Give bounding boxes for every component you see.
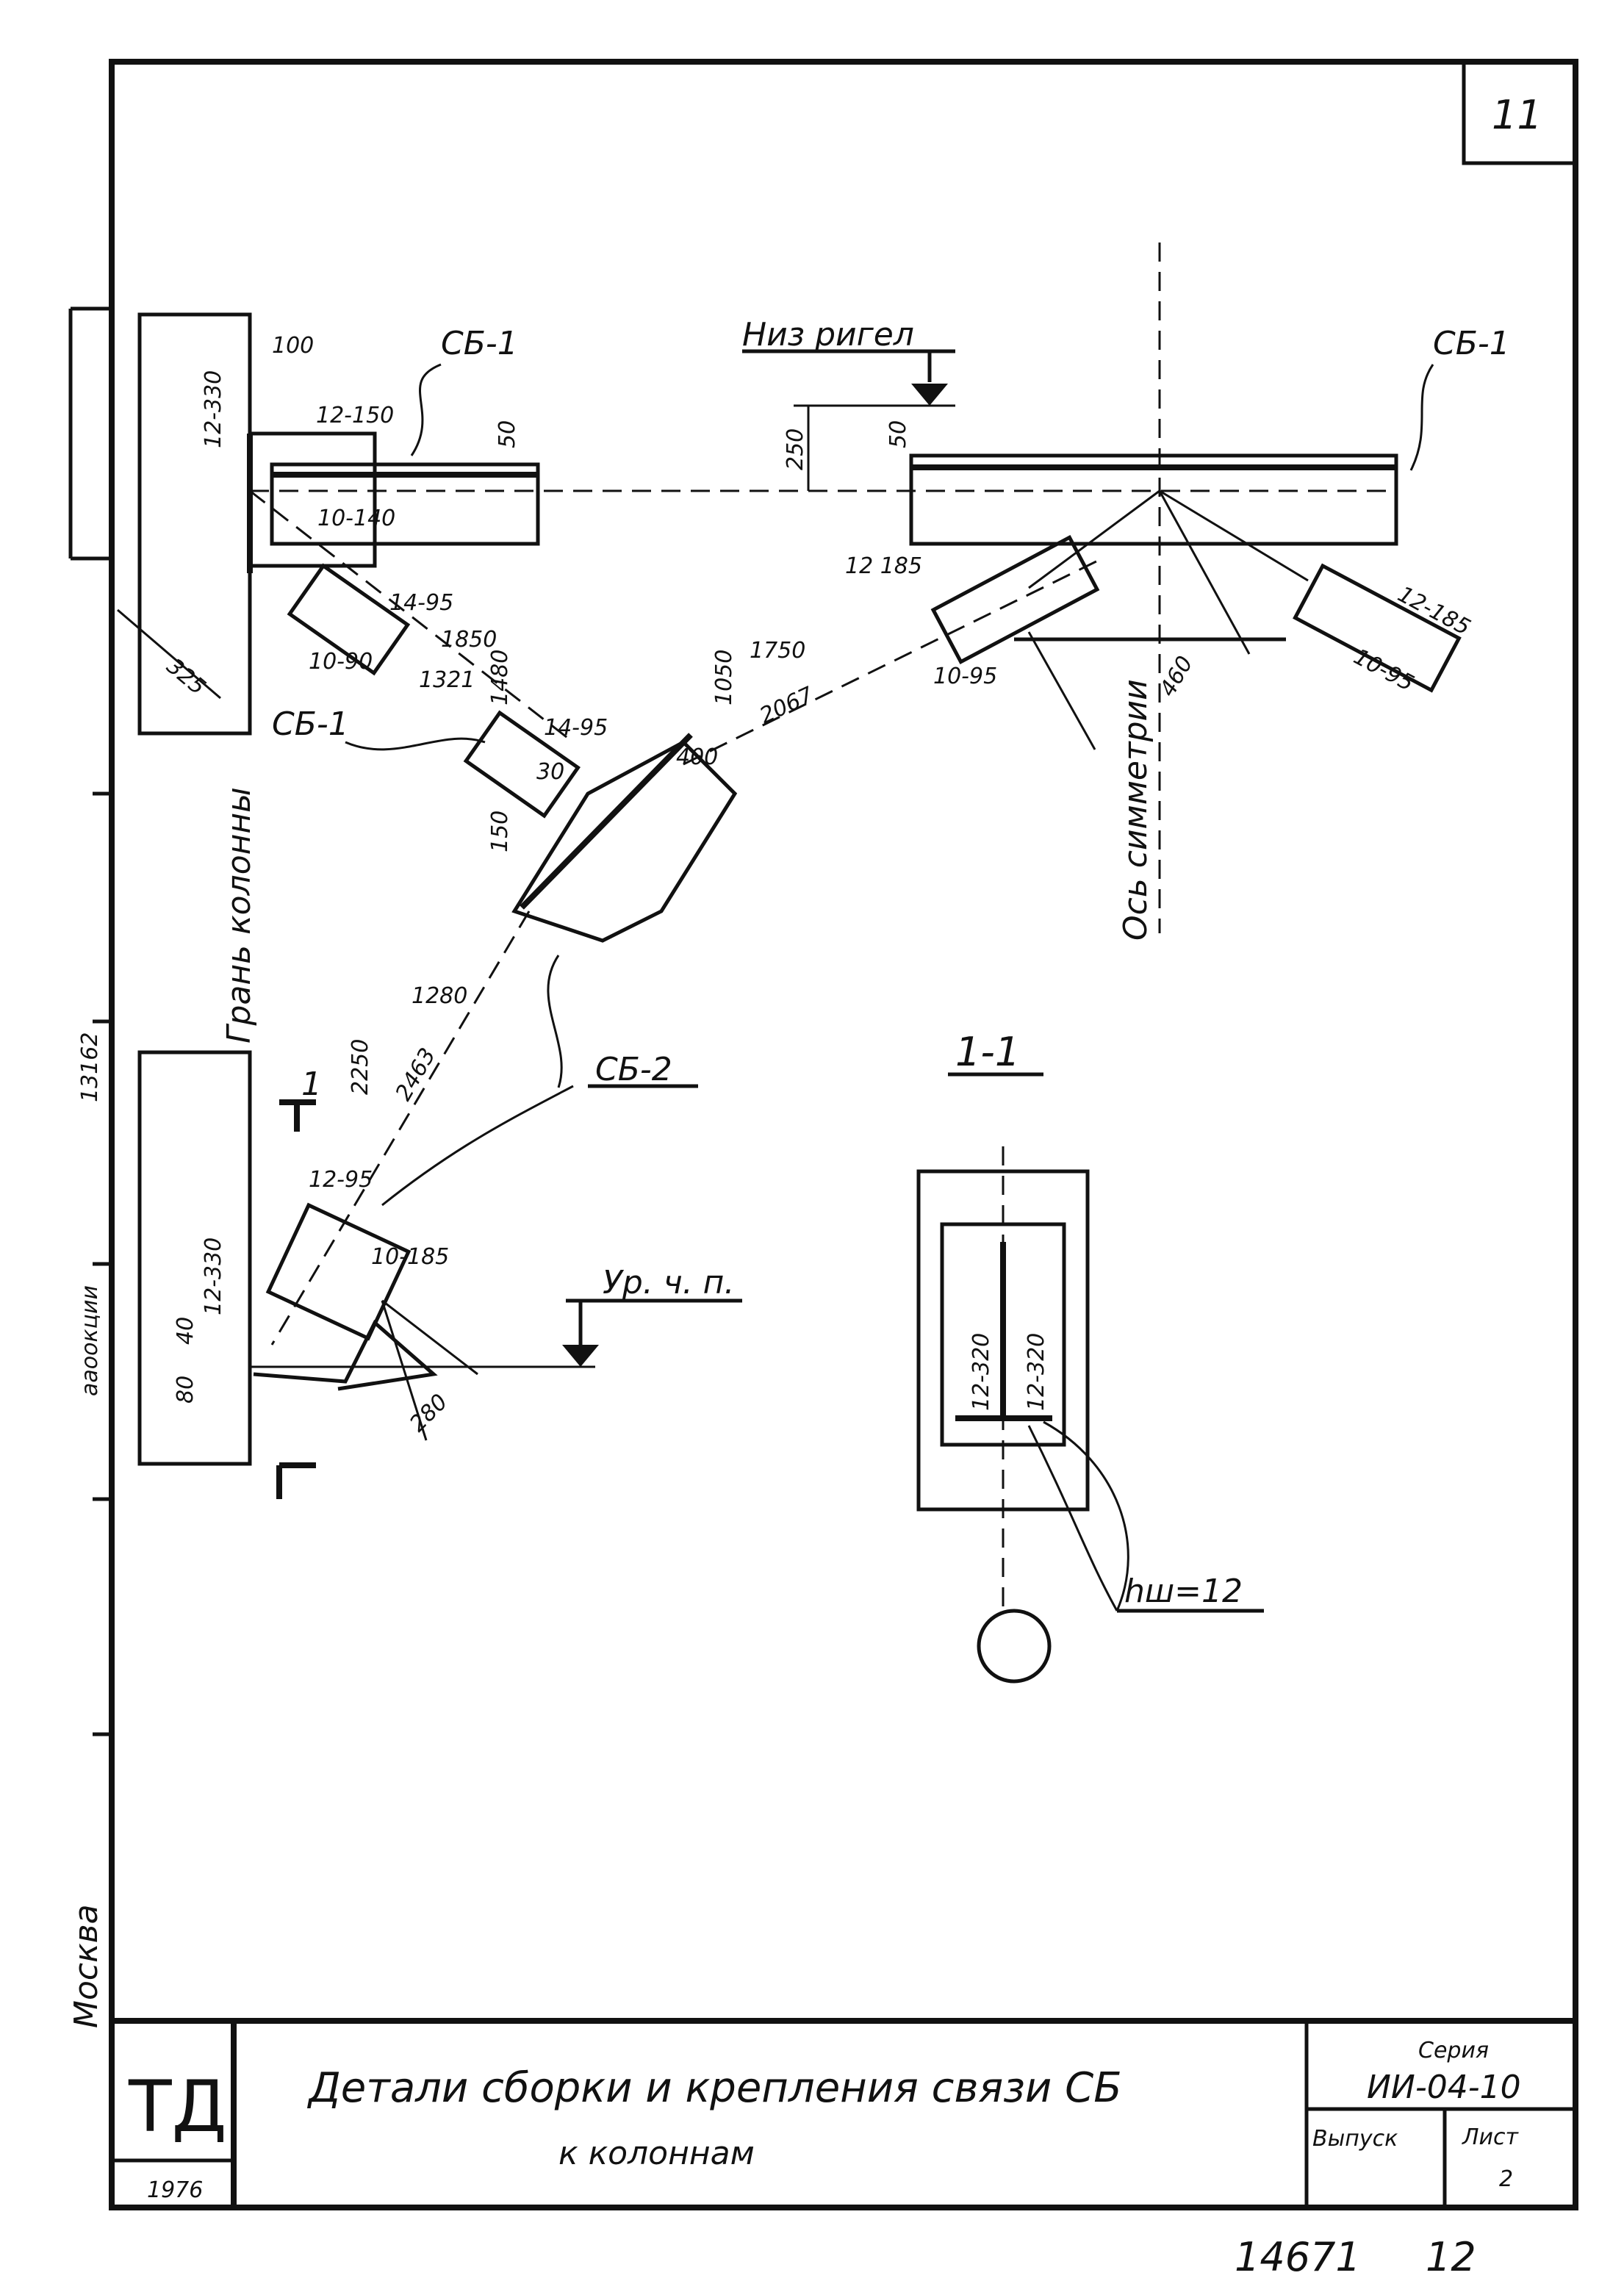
plate-10-95-right: 10-95 [1349,644,1418,697]
plate-12-185-left: 12 185 [845,553,922,579]
label-sb1-top-right: СБ-1 [1433,325,1510,362]
label-sb2: СБ-2 [595,1051,672,1088]
brace-centerline-lower [270,910,531,1346]
page-number-box [1462,60,1578,165]
label-bottom-girder: Низ ригел [742,316,914,353]
series-value: ИИ-04-10 [1367,2069,1521,2106]
label-sb1-top-left: СБ-1 [441,325,518,362]
brace-centerline-upper [249,489,574,744]
inventory-number: 14671 [1235,2234,1361,2280]
side-misc-1: 13162 [77,1032,103,1102]
dim-1750: 1750 [750,638,805,664]
plate-10-140: 10-140 [317,506,395,531]
binding-ticks [68,306,112,1736]
dim-250: 250 [783,428,808,470]
dim-400: 400 [676,744,718,770]
dim-100: 100 [272,333,314,359]
lower-gusset [253,1319,438,1391]
column-face-label: Грань колонны [220,787,258,1043]
dim-80: 80 [173,1376,198,1404]
symmetry-axis-label: Ось симметрии [1117,679,1154,941]
label-sb1-mid: СБ-1 [272,705,349,743]
plate-12-330-bottom: 12-330 [201,1237,226,1315]
dim-50-right: 50 [885,420,911,448]
plate-lower-right-girder [1293,563,1462,693]
dim-40: 40 [173,1317,198,1345]
section-plate-12-320-a: 12-320 [969,1333,994,1411]
dim-460: 460 [1155,652,1199,701]
brace-plate-upper [287,563,411,676]
dim-1480: 1480 [487,650,513,705]
gusset-left-top [248,431,377,568]
dim-1050: 1050 [711,650,737,705]
sheet-label: Лист [1462,2124,1520,2150]
plate-12-95: 12-95 [309,1167,373,1193]
bottom-page-number: 12 [1426,2234,1476,2280]
brace-plate-lower [265,1202,412,1341]
level-marker-top [911,384,948,406]
side-misc-2: ааоокции [77,1285,103,1396]
title-line-2: к колоннам [558,2135,755,2172]
dim-2250: 2250 [348,1039,373,1095]
plate-14-95-b: 14-95 [544,715,608,741]
girder-right [909,453,1398,546]
title-line-1: Детали сборки и крепления связи СБ [306,2064,1122,2112]
side-city: Москва [68,1904,105,2028]
dim-50-top: 50 [495,420,520,448]
girder-left [270,462,540,546]
outer-frame [109,59,1578,2210]
section-plate-12-320-b: 12-320 [1024,1333,1049,1411]
dim-30: 30 [536,759,564,785]
weld-label: hш=12 [1124,1573,1243,1610]
section-cut-label: 1 [301,1066,322,1103]
dim-325: 325 [162,653,210,700]
plate-10-95-left: 10-95 [933,664,997,689]
mid-gusset [511,739,738,943]
sheet-value: 2 [1499,2166,1513,2192]
label-floor-level: Ур. ч. п. [603,1264,734,1301]
section-1-1-label: 1-1 [955,1029,1020,1075]
section-bolt-circle [977,1609,1052,1684]
column-lower [137,1050,252,1466]
year: 1976 [147,2177,203,2203]
dim-150: 150 [487,811,513,852]
plate-lower-left-girder [930,535,1100,665]
dim-1280: 1280 [412,983,467,1009]
plate-12-330-top: 12-330 [201,370,226,448]
plate-10-185: 10-185 [371,1244,449,1270]
dim-1850: 1850 [441,627,497,653]
level-marker-floor [562,1345,599,1367]
logo: ТД [128,2066,227,2148]
series-label: Серия [1418,2038,1489,2063]
brace-centerline-right [683,557,1103,766]
plate-14-95-a: 14-95 [389,590,453,616]
dim-2067: 2067 [756,682,818,729]
plate-12-150: 12-150 [316,403,394,428]
page-number: 11 [1492,92,1542,138]
brace-plate-mid [463,710,581,819]
plate-10-90: 10-90 [309,649,373,675]
issue-label: Выпуск [1312,2126,1398,2152]
dim-1321: 1321 [419,667,475,693]
